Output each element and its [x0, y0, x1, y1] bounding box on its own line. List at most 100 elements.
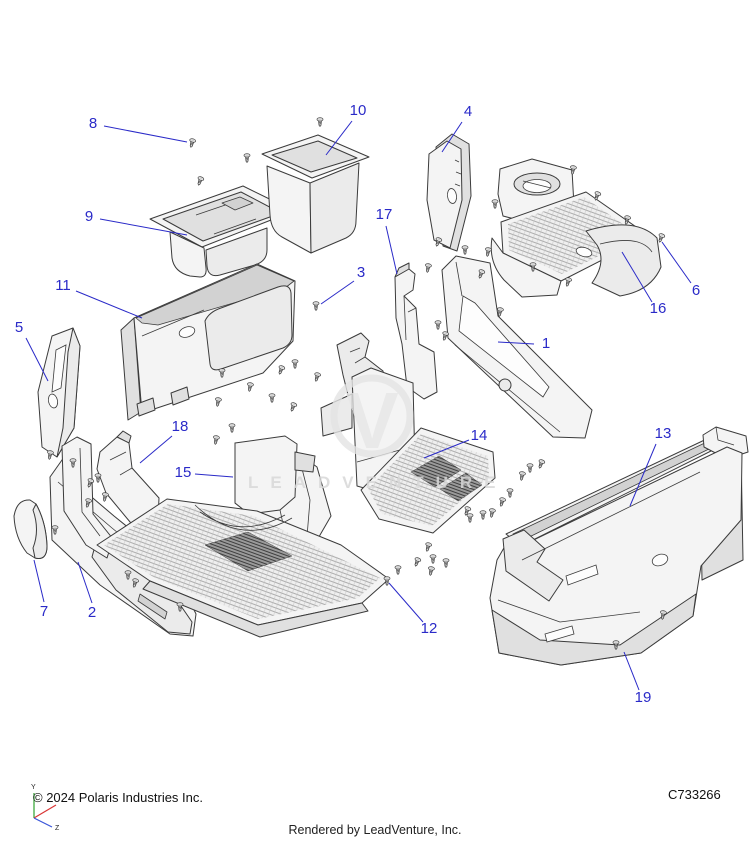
leadventure-logo-letter: V	[345, 376, 398, 465]
callout-1[interactable]: 1	[542, 335, 550, 352]
fastener-34	[506, 488, 514, 498]
callout-15[interactable]: 15	[175, 464, 192, 481]
callout-leader-10	[325, 120, 353, 156]
fastener-42	[426, 565, 436, 577]
fastener-21	[276, 364, 286, 376]
callout-13[interactable]: 13	[655, 425, 672, 442]
callout-leader-15	[194, 473, 234, 478]
leadventure-logo-circle	[330, 374, 414, 458]
fastener-22	[291, 359, 299, 369]
diagram-code: C733266	[668, 787, 721, 802]
callout-6[interactable]: 6	[692, 282, 700, 299]
fastener-35	[497, 496, 507, 508]
callout-leader-13	[629, 443, 657, 507]
copyright-text: © 2024 Polaris Industries Inc.	[33, 790, 203, 805]
callout-17[interactable]: 17	[376, 206, 393, 223]
callout-11[interactable]: 11	[55, 277, 71, 294]
fastener-45	[442, 558, 450, 568]
callout-10[interactable]: 10	[350, 102, 367, 119]
fastener-26	[288, 401, 298, 413]
part-11-front-closeoff-panel	[120, 263, 296, 421]
parts-layer	[13, 133, 749, 666]
callout-leader-5	[25, 337, 49, 382]
part-13-rear-closeoff-panel	[489, 426, 749, 666]
callout-leader-2	[77, 561, 93, 604]
callout-leader-11	[75, 290, 143, 319]
fastener-44	[394, 565, 402, 575]
callout-8[interactable]: 8	[89, 115, 97, 132]
part-4-side-bracket	[426, 133, 472, 252]
callout-leader-7	[33, 559, 45, 603]
fastener-29	[434, 320, 442, 330]
fastener-24	[213, 396, 223, 408]
fastener-4	[316, 117, 324, 127]
fastener-2	[243, 153, 251, 163]
part-17-support-bracket	[394, 262, 438, 400]
fastener-27	[228, 423, 236, 433]
fastener-50	[100, 491, 110, 503]
fastener-17	[423, 262, 433, 274]
axis-z-label: Z	[55, 825, 60, 832]
part-15-floor-pan-front	[61, 435, 390, 638]
leadventure-watermark-text: LEADVENTURE	[248, 473, 508, 492]
part-10-storage-box	[261, 134, 370, 254]
fastener-36	[487, 507, 497, 519]
fastener-37	[466, 513, 474, 523]
fastener-3	[195, 175, 205, 187]
axis-z	[33, 817, 53, 828]
callout-3[interactable]: 3	[357, 264, 365, 281]
callout-leader-3	[320, 280, 355, 305]
fastener-28	[211, 434, 221, 446]
callout-5[interactable]: 5	[15, 319, 23, 336]
callout-4[interactable]: 4	[464, 103, 472, 120]
callout-18[interactable]: 18	[172, 418, 189, 435]
callout-leader-4	[441, 121, 463, 153]
callout-leader-12	[388, 582, 424, 623]
callout-16[interactable]: 16	[650, 300, 667, 317]
part-5-side-panel	[37, 327, 81, 458]
fastener-23	[312, 371, 322, 383]
fastener-46	[45, 449, 55, 461]
fastener-33	[536, 458, 546, 470]
part-1-triangular-brace	[441, 255, 593, 439]
callout-leader-1	[497, 341, 535, 345]
axis-y-label: Y	[31, 784, 36, 791]
callout-leader-9	[99, 218, 188, 236]
part-9-storage-tray	[149, 185, 295, 278]
callout-leader-16	[621, 251, 653, 303]
part-7-pad	[13, 499, 48, 559]
axis-triad: Y Z	[31, 784, 60, 832]
callout-leader-8	[103, 125, 188, 143]
fastener-31	[526, 463, 534, 473]
callout-2[interactable]: 2	[88, 604, 96, 621]
fastener-20	[245, 381, 255, 393]
callout-leader-14	[423, 439, 470, 459]
fastener-43	[412, 556, 422, 568]
callout-14[interactable]: 14	[471, 427, 488, 444]
fastener-1	[187, 137, 197, 149]
callout-leader-18	[139, 435, 173, 464]
callout-12[interactable]: 12	[421, 620, 438, 637]
fastener-5	[312, 301, 320, 311]
watermark-layer: V LEADVENTURE	[248, 374, 508, 492]
fastener-11	[483, 246, 493, 258]
fastener-41	[429, 554, 437, 564]
part-14-floor-pan-rear	[320, 367, 496, 534]
fastener-40	[423, 541, 433, 553]
fastener-25	[268, 393, 276, 403]
fastener-16	[461, 245, 469, 255]
fastener-8	[491, 199, 499, 209]
fastener-32	[517, 470, 527, 482]
fastener-39	[479, 510, 487, 520]
callout-7[interactable]: 7	[40, 603, 48, 620]
rendered-by-text: Rendered by LeadVenture, Inc.	[288, 823, 462, 837]
callout-leader-17	[385, 225, 398, 275]
axis-x	[33, 804, 57, 819]
callout-19[interactable]: 19	[635, 689, 652, 706]
callout-9[interactable]: 9	[85, 208, 93, 225]
part-16-console-closeoff	[490, 158, 662, 298]
callout-leader-19	[623, 651, 640, 691]
callout-leader-6	[661, 241, 692, 284]
